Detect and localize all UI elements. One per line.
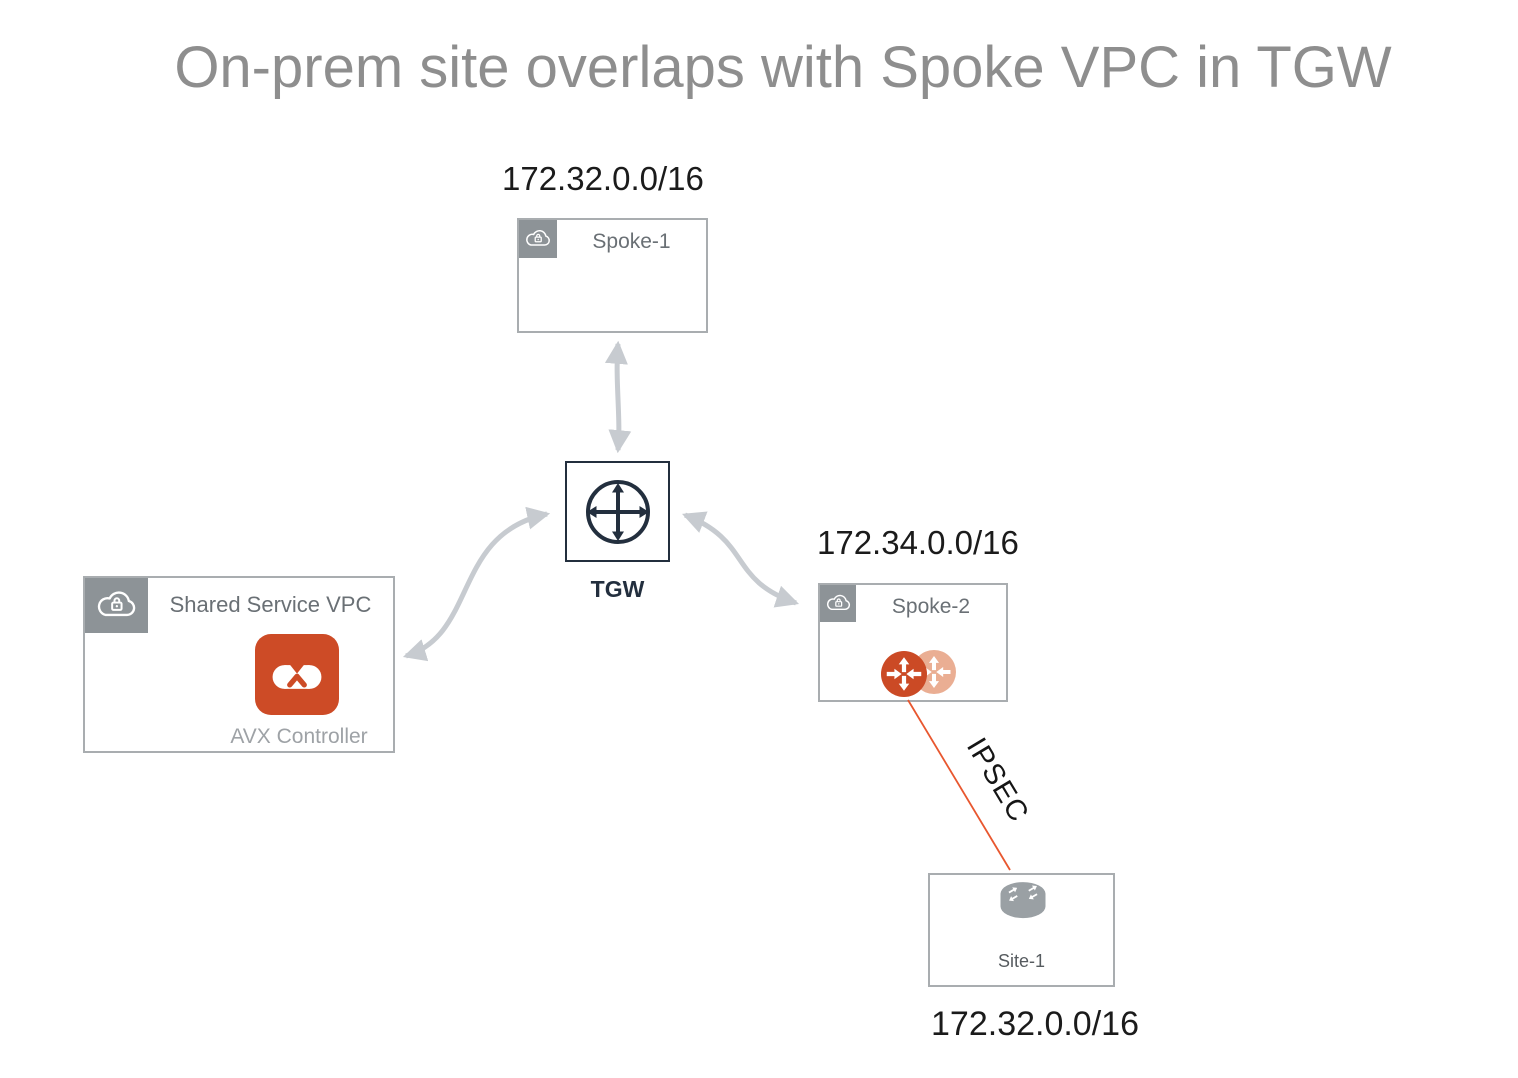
spoke1-vpc-box: Spoke-1 [517, 218, 708, 333]
cloud-lock-icon [826, 594, 850, 611]
spoke1-corner [519, 220, 557, 258]
shared-vpc-label: Shared Service VPC [169, 592, 372, 617]
ipsec-label: IPSEC [960, 732, 1035, 828]
page-title: On-prem site overlaps with Spoke VPC in … [174, 35, 1392, 100]
avx-controller-logo [255, 634, 339, 715]
avx-controller-label: AVX Controller [230, 725, 368, 748]
shared-vpc-corner [85, 578, 148, 633]
spoke1-cidr: 172.32.0.0/16 [502, 160, 704, 197]
arrow-sharedvpc-tgw [402, 506, 551, 662]
arrow-spoke1-tgw [604, 340, 632, 454]
tgw-label: TGW [590, 576, 645, 602]
transit-gateway-icon [585, 479, 650, 544]
cloud-lock-icon [526, 230, 550, 246]
site1-box: Site-1 [928, 873, 1115, 987]
spoke1-label: Spoke-1 [592, 230, 671, 253]
spoke2-gateway-primary [881, 651, 927, 697]
shared-vpc-box: Shared Service VPC AVX Controller [83, 576, 395, 753]
aviatrix-gateway-icon [881, 651, 927, 697]
spoke2-corner [820, 585, 856, 622]
router-icon [1000, 882, 1046, 919]
spoke2-cidr: 172.34.0.0/16 [817, 524, 1019, 561]
tgw-box [565, 461, 670, 562]
cloud-lock-icon [97, 591, 136, 617]
site1-router [996, 878, 1050, 924]
site1-label: Site-1 [997, 951, 1046, 971]
site1-cidr: 172.32.0.0/16 [931, 1005, 1139, 1043]
arrow-tgw-spoke2 [681, 511, 800, 608]
spoke2-vpc-box: Spoke-2 [818, 583, 1008, 702]
spoke2-label: Spoke-2 [891, 595, 971, 618]
aviatrix-controller-icon [272, 663, 322, 689]
